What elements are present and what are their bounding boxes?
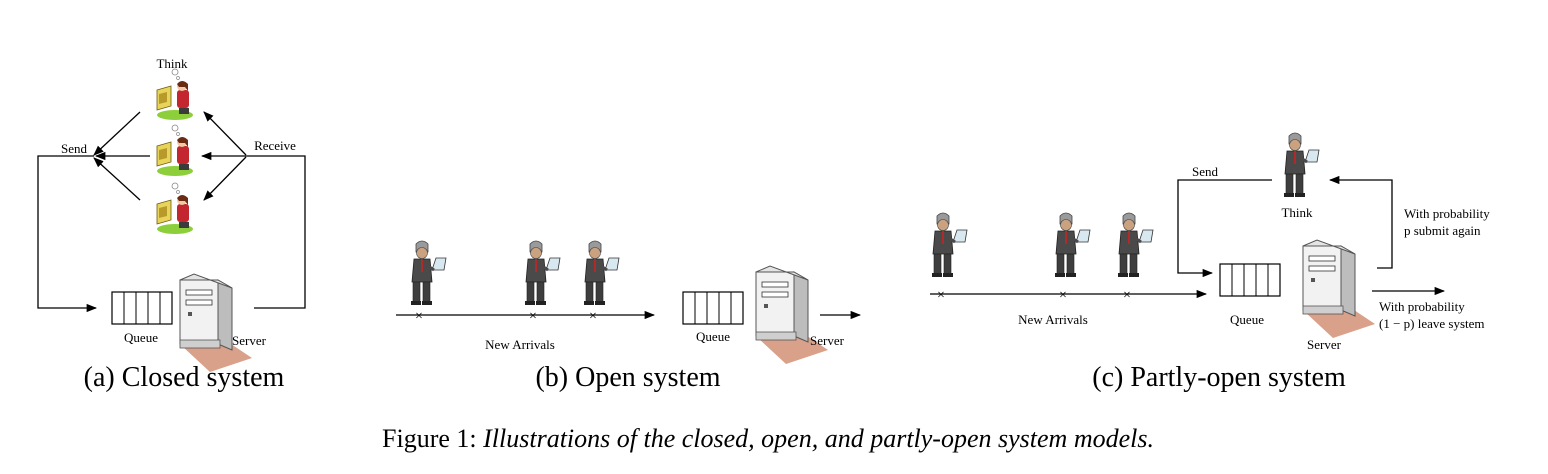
- leave-line1: With probability: [1379, 299, 1465, 314]
- user-man-icon: [1116, 211, 1155, 279]
- subtitle-closed: (a) Closed system: [84, 362, 285, 393]
- queue-label: Queue: [696, 329, 730, 344]
- receive-arrow: [203, 111, 247, 156]
- arrival-mark: ×: [529, 309, 537, 324]
- queue-buffer: [1219, 263, 1281, 297]
- submit-again-line2: p submit again: [1404, 223, 1481, 238]
- arrival-mark: ×: [415, 309, 423, 324]
- queue-buffer: [682, 291, 744, 325]
- user-man-icon: [582, 239, 621, 307]
- think-label: Think: [156, 56, 188, 71]
- send-label: Send: [1192, 164, 1219, 179]
- leave-line2: (1 − p) leave system: [1379, 316, 1485, 331]
- panel-closed-system: Think Send Receive Queue Server (a) Clos…: [37, 56, 306, 393]
- server-label: Server: [232, 333, 267, 348]
- subtitle-open: (b) Open system: [535, 362, 720, 393]
- user-woman-icon: [156, 68, 194, 121]
- panel-partly-open-system: × × × Send Think With probability p subm…: [930, 131, 1490, 393]
- send-path-line: [37, 155, 98, 313]
- send-arrow: [93, 111, 141, 156]
- user-woman-icon: [156, 124, 194, 177]
- think-label: Think: [1281, 205, 1313, 220]
- arrival-mark: ×: [1059, 288, 1067, 303]
- receive-arrow: [203, 156, 247, 201]
- arrival-mark: ×: [937, 288, 945, 303]
- server-label: Server: [1307, 337, 1342, 352]
- receive-path-line: [246, 155, 306, 309]
- user-man-icon: [930, 211, 969, 279]
- server-label: Server: [810, 333, 845, 348]
- arrival-mark: ×: [589, 309, 597, 324]
- send-arrow: [93, 157, 141, 201]
- server-icon: [755, 265, 829, 365]
- user-man-icon: [409, 239, 448, 307]
- send-again-path: [1177, 179, 1272, 278]
- arrival-mark: ×: [1123, 288, 1131, 303]
- think-return-path: [1328, 175, 1393, 269]
- queue-buffer: [111, 291, 173, 325]
- panel-open-system: × × × New Arrivals Queue Server (b) Open…: [396, 239, 862, 393]
- new-arrivals-label: New Arrivals: [485, 337, 555, 352]
- new-arrivals-label: New Arrivals: [1018, 312, 1088, 327]
- server-icon: [1302, 239, 1376, 339]
- receive-label: Receive: [254, 138, 296, 153]
- queue-label: Queue: [124, 330, 158, 345]
- send-label: Send: [61, 141, 88, 156]
- server-icon: [179, 273, 253, 373]
- caption-text: Illustrations of the closed, open, and p…: [482, 424, 1154, 453]
- user-woman-icon: [156, 182, 194, 235]
- caption-label: Figure 1:: [382, 424, 477, 453]
- subtitle-partly-open: (c) Partly-open system: [1092, 362, 1346, 393]
- queue-label: Queue: [1230, 312, 1264, 327]
- figure-caption: Figure 1: Illustrations of the closed, o…: [382, 424, 1154, 453]
- thinking-user-icon: [1282, 131, 1321, 199]
- user-man-icon: [523, 239, 562, 307]
- submit-again-line1: With probability: [1404, 206, 1490, 221]
- user-man-icon: [1053, 211, 1092, 279]
